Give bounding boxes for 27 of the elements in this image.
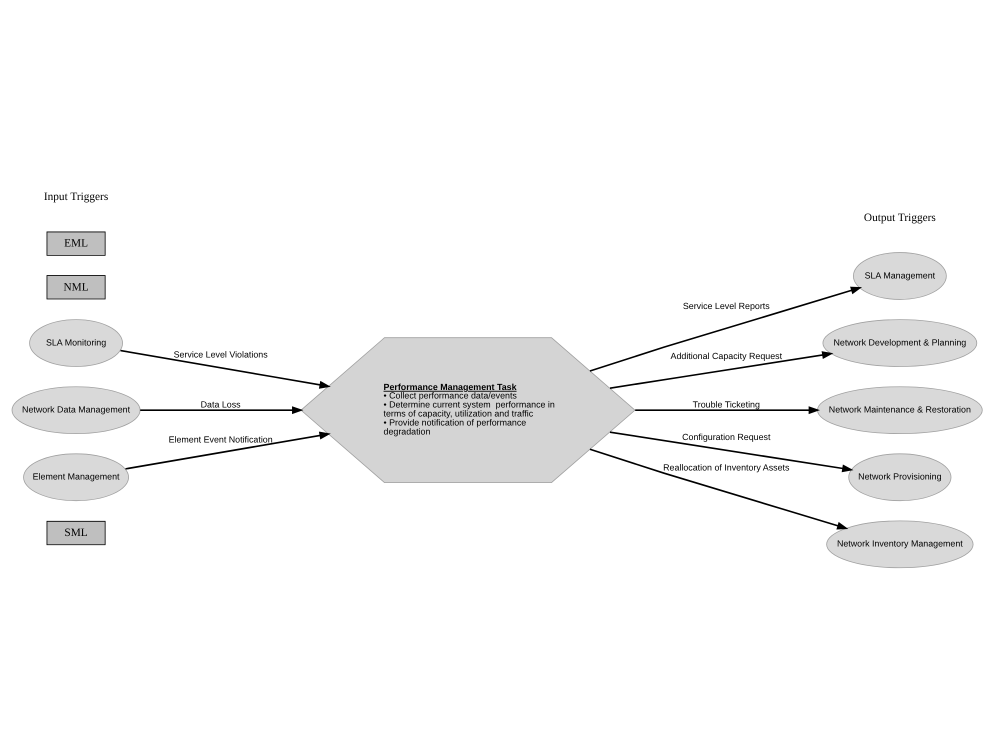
edge-label: Trouble Ticketing: [692, 400, 760, 410]
arrow: [140, 406, 304, 414]
arrow: [590, 286, 862, 372]
node-ellipse: Network Data Management: [12, 386, 140, 434]
arrow: [590, 448, 848, 530]
edge-label: Service Level Reports: [682, 300, 770, 311]
edge-label: Element Event Notification: [168, 434, 273, 444]
arrow: [635, 406, 820, 414]
edge-label: Data Loss: [200, 400, 241, 410]
node-ellipse: Element Management: [23, 453, 129, 502]
label: Output Triggers: [864, 212, 936, 224]
arrow: [120, 350, 331, 389]
label: Input Triggers: [44, 190, 108, 203]
node-box: EML: [46, 232, 106, 256]
arrow: [610, 351, 834, 389]
edge-label: Additional Capacity Request: [670, 351, 782, 362]
node-box: SML: [46, 520, 106, 546]
edge-label: Configuration Request: [682, 432, 770, 442]
node-ellipse: Network Maintenance & Restoration: [817, 386, 983, 434]
node-ellipse: SLA Management: [852, 252, 947, 300]
edge-label: Service Level Violations: [174, 349, 268, 360]
arrow: [125, 432, 331, 470]
arrow: [610, 431, 854, 472]
node-box: NML: [46, 275, 106, 300]
node-ellipse: SLA Monitoring: [29, 319, 123, 367]
node-ellipse: Network Provisioning: [848, 453, 952, 502]
edge-label: Reallocation of Inventory Assets: [663, 462, 790, 473]
